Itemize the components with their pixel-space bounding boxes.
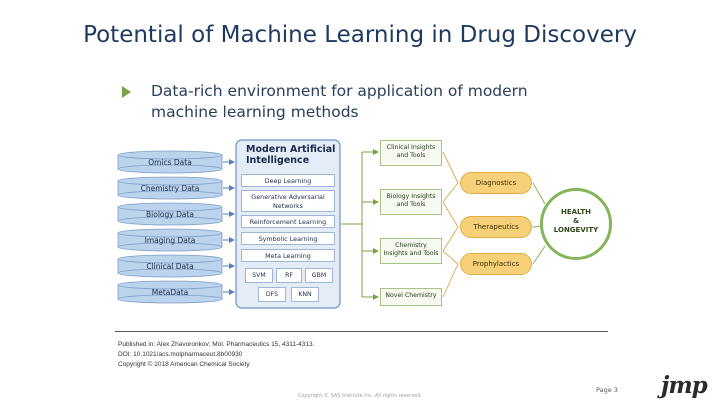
tool-line-2: and Tools (396, 152, 426, 159)
cylinder-chemistry (117, 176, 223, 200)
bullet-line-2: machine learning methods (151, 103, 359, 121)
method-gan-line-2: Networks (272, 202, 303, 210)
bullet-arrow-icon (122, 86, 131, 98)
citation-copyright: Copyright © 2018 American Chemical Socie… (118, 361, 250, 368)
outcome-line-2: & (572, 217, 580, 225)
tool-line-1: Novel Chemistry (385, 292, 437, 299)
tool-line-1: Clinical Insights (386, 144, 436, 151)
data-source-label: Clinical Data (146, 262, 194, 271)
algorithm-svm: SVM (245, 268, 273, 283)
data-source-label: Chemistry Data (140, 184, 200, 193)
input-arrows (223, 159, 235, 295)
citation-published: Published in: Alex Zhavoronkov; Mol. Pha… (118, 341, 315, 348)
tool-biology-insights: Biology Insights and Tools (380, 189, 442, 215)
tool-novel-chemistry: Novel Chemistry (380, 288, 442, 306)
cylinder-metadata (117, 280, 223, 304)
algorithm-gbm: GBM (305, 268, 333, 283)
method-meta-learning: Meta Learning (241, 249, 335, 262)
tool-arrows (341, 149, 379, 300)
ai-title-line-1: Modern Artificial (246, 144, 336, 155)
method-gan: Generative Adversarial Networks (241, 190, 335, 212)
method-gan-line-1: Generative Adversarial (251, 193, 325, 201)
citation-doi: DOI: 10.1021/acs.molpharmaceut.8b00930 (118, 351, 243, 358)
tool-chemistry-insights: Chemistry Insights and Tools (380, 238, 442, 264)
tool-line-1: Chemistry (395, 242, 427, 249)
outcome-arrows (532, 182, 546, 265)
tool-line-2: and Tools (396, 201, 426, 208)
data-source-label: Biology Data (146, 210, 194, 219)
application-prophylactics: Prophylactics (460, 253, 532, 275)
application-diagnostics: Diagnostics (460, 172, 532, 194)
algorithm-dfs: DFS (258, 287, 286, 302)
slide-title: Potential of Machine Learning in Drug Di… (83, 22, 637, 48)
method-deep-learning: Deep Learning (241, 174, 335, 187)
application-therapeutics: Therapeutics (460, 216, 532, 238)
application-arrows (442, 151, 459, 298)
method-reinforcement-learning: Reinforcement Learning (241, 215, 335, 228)
tool-line-1: Biology Insights (386, 193, 436, 200)
outcome-line-1: HEALTH (561, 208, 591, 216)
cylinder-imaging (117, 228, 223, 252)
method-symbolic-learning: Symbolic Learning (241, 232, 335, 245)
data-source-label: MetaData (151, 288, 189, 297)
bullet-text: Data-rich environment for application of… (151, 81, 611, 123)
bullet-line-1: Data-rich environment for application of… (151, 82, 528, 100)
jmp-logo-icon: jmp (661, 372, 708, 399)
algorithm-knn: KNN (291, 287, 319, 302)
data-source-label: Imaging Data (144, 236, 196, 245)
data-cylinders (117, 150, 223, 304)
cylinder-biology (117, 202, 223, 226)
footer-copyright: Copyright © SAS Institute Inc. All right… (297, 393, 423, 399)
tool-clinical-insights: Clinical Insights and Tools (380, 140, 442, 166)
algorithm-rf: RF (276, 268, 302, 283)
cylinder-omics (117, 150, 223, 174)
cylinder-clinical (117, 254, 223, 278)
data-source-label: Omics Data (148, 158, 192, 167)
ai-box-title: Modern Artificial Intelligence (246, 144, 335, 166)
outcome-line-3: LONGEVITY (553, 226, 599, 234)
page-number: Page 3 (596, 386, 618, 394)
citation-divider (115, 331, 608, 332)
ai-title-line-2: Intelligence (246, 155, 310, 166)
tool-line-2: Insights and Tools (383, 250, 439, 257)
outcome-health-longevity: HEALTH & LONGEVITY (540, 188, 612, 260)
